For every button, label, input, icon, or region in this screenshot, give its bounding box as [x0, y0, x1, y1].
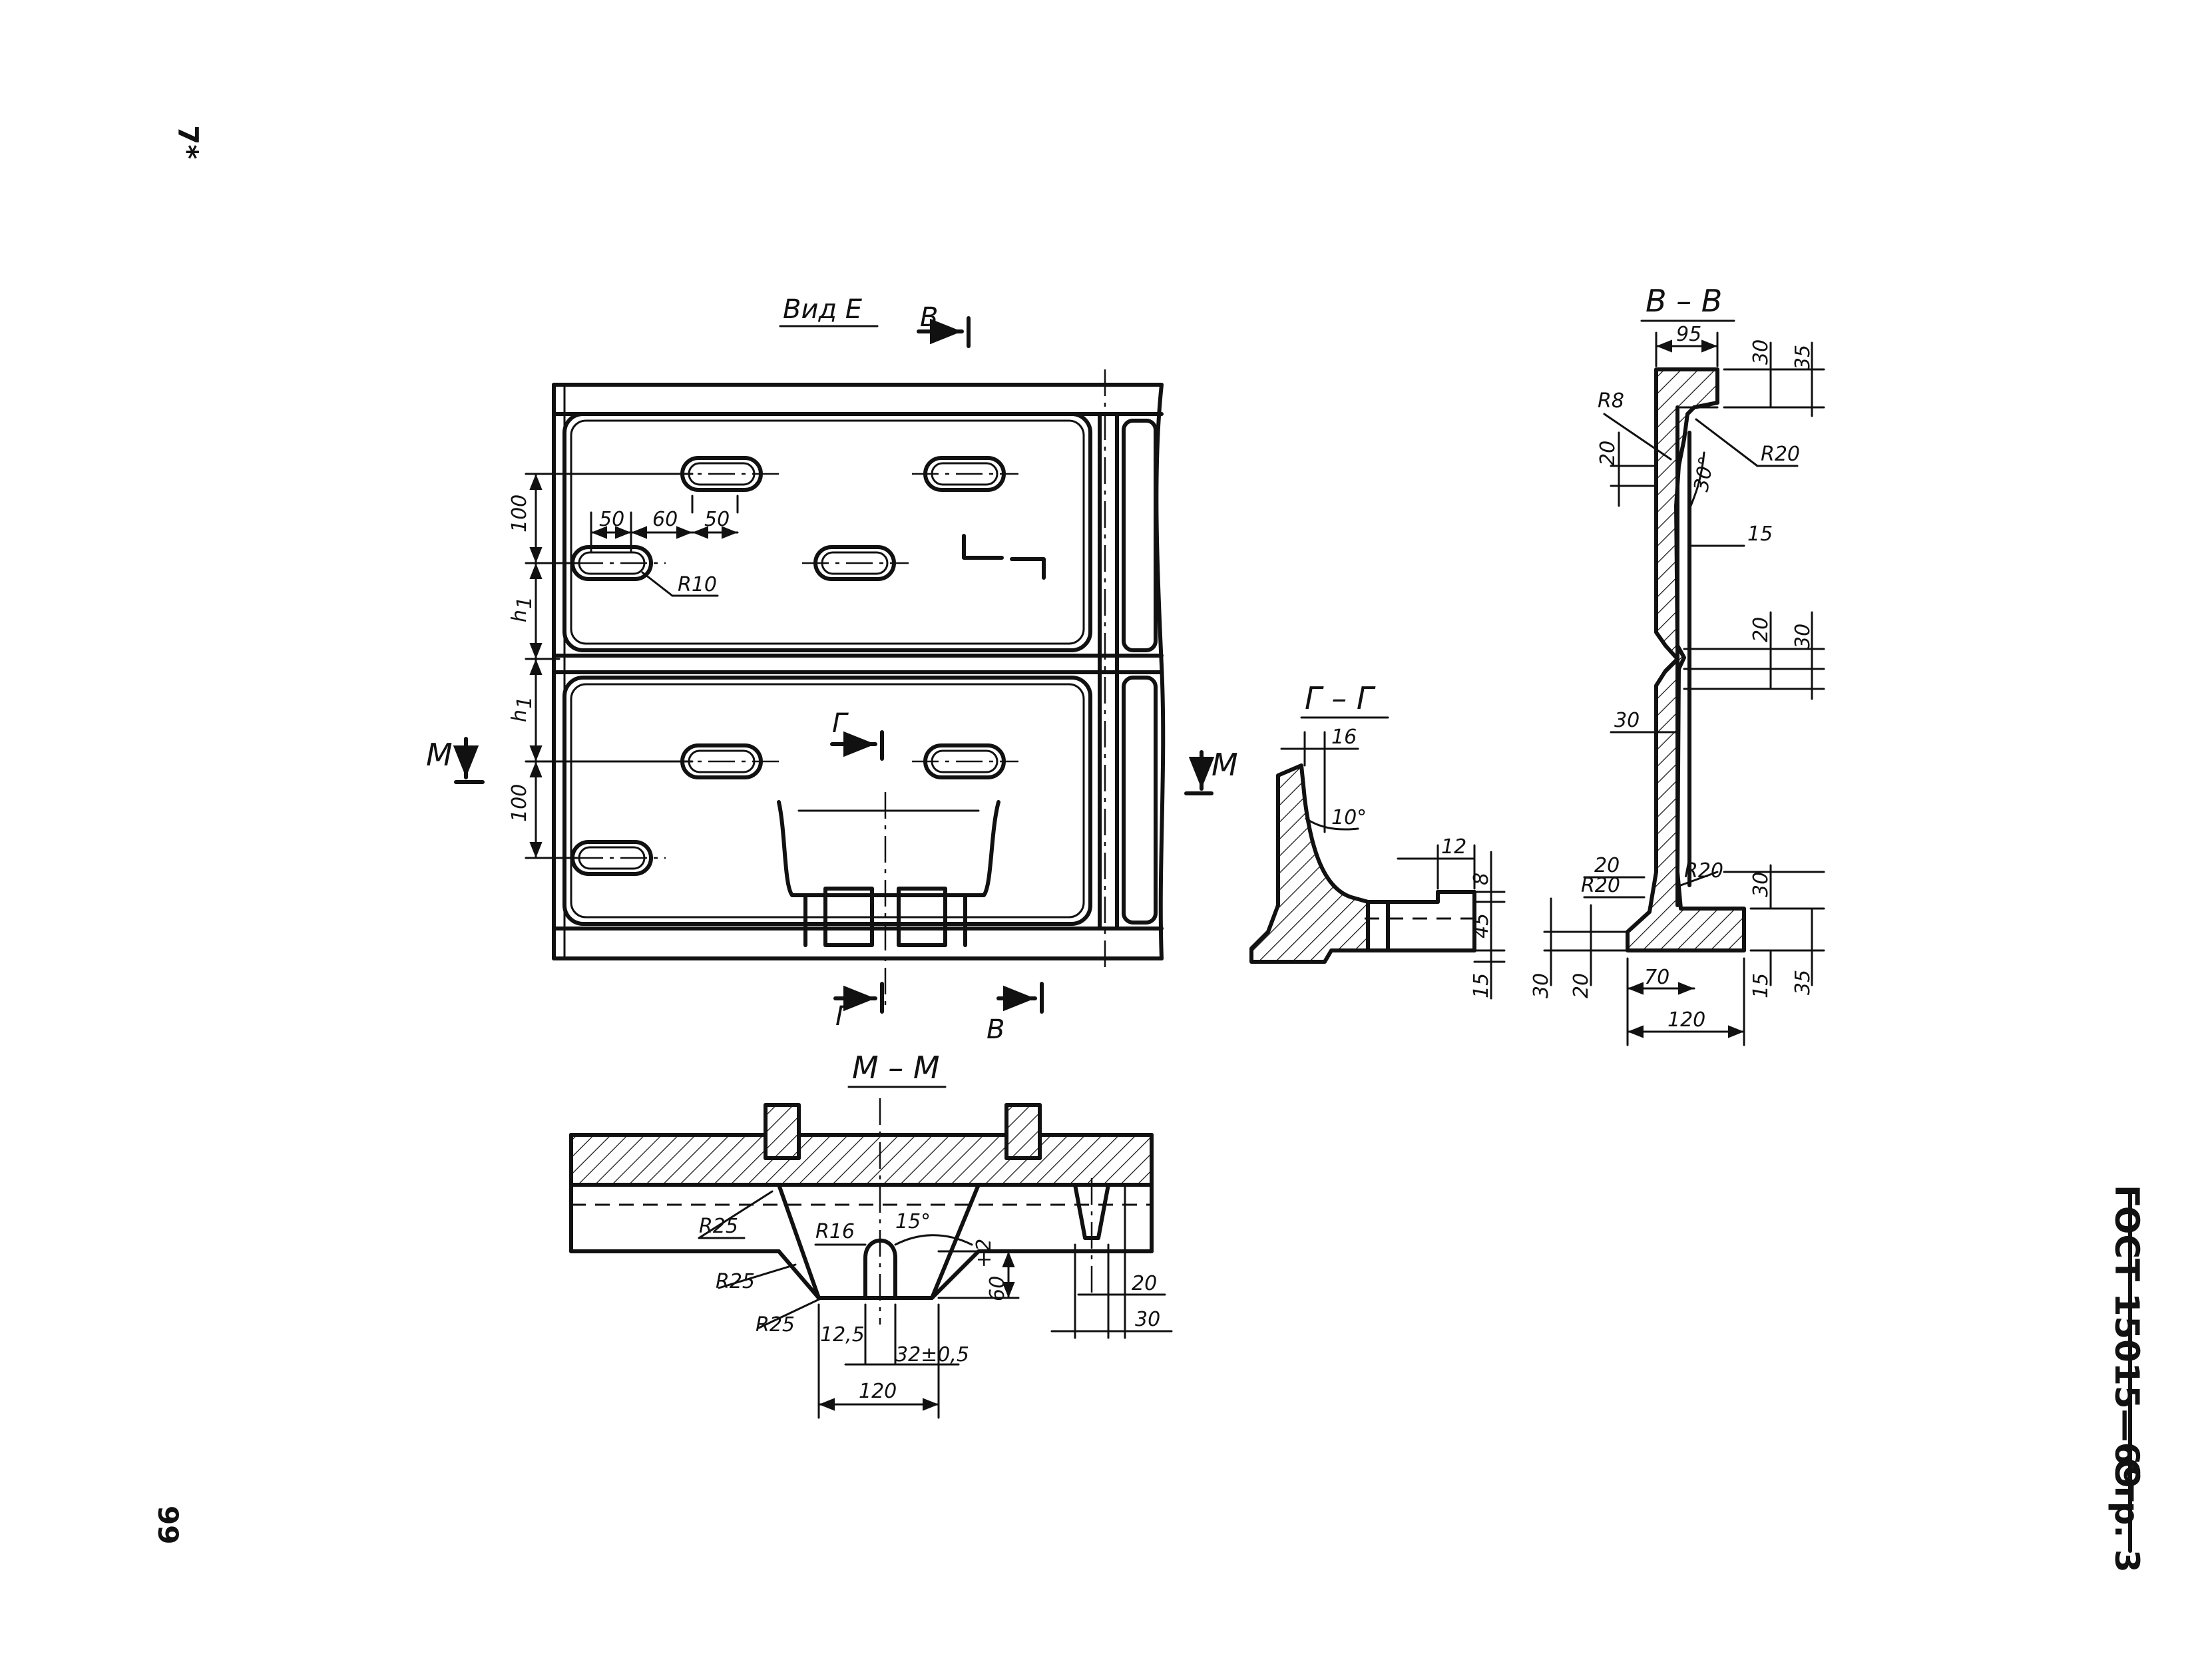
dim-120-bb: 120 — [1667, 1008, 1705, 1032]
section-bb-profile — [1626, 367, 1746, 952]
section-b-label-bottom: В — [987, 1014, 1004, 1045]
page-number: 99 — [152, 1506, 184, 1544]
dim-16: 16 — [1331, 726, 1357, 749]
dim-20-mm: 20 — [1132, 1272, 1157, 1295]
section-mm-title: М – М — [852, 1050, 940, 1086]
dim-r25-c: R25 — [756, 1313, 795, 1337]
dim-h1-top-sub: 1 — [513, 596, 537, 609]
section-gg: Г – Г 16 10° 12 8 45 15 — [1249, 680, 1506, 1000]
dim-50-b: 50 — [704, 508, 730, 531]
plate-outline — [552, 369, 1166, 972]
dim-r20-top: R20 — [1761, 443, 1800, 466]
dim-35-top: 35 — [1791, 345, 1815, 370]
dim-10-angle: 10° — [1331, 806, 1367, 829]
dim-120-mm: 120 — [859, 1380, 897, 1403]
section-mm-plate — [569, 1133, 1154, 1187]
dim-50-a: 50 — [599, 508, 624, 531]
section-m-label-right: М — [1212, 747, 1238, 783]
dim-h1-bottom-sub: 1 — [513, 696, 537, 709]
dim-r25-a: R25 — [699, 1215, 738, 1238]
section-m-label-left: М — [426, 737, 453, 773]
dim-30-angle: 30° — [1689, 455, 1719, 493]
dim-15-br: 15 — [1749, 973, 1773, 998]
dim-30-top: 30 — [1749, 339, 1773, 365]
section-g-label-top: Г — [832, 708, 849, 739]
dim-h1-top: h — [508, 610, 531, 622]
dim-r8: R8 — [1598, 389, 1624, 413]
title-block: ГОСТ 15015—69 Стр. 3 — [2107, 1185, 2146, 1573]
dim-15: 15 — [1747, 522, 1773, 546]
view-e-title: Вид Е — [783, 294, 863, 325]
gost-number: ГОСТ 15015—69 — [2107, 1185, 2146, 1488]
corner-mark: 7* — [172, 125, 204, 159]
section-bb: В – В 95 30 35 R8 20 30° R20 15 20 — [1530, 283, 1825, 1046]
dim-35-br: 35 — [1791, 970, 1815, 995]
view-e-vertical-dims: 100 h 1 h 1 100 — [508, 473, 694, 859]
dim-30-right-low: 30 — [1749, 872, 1773, 897]
lug-pocket — [777, 792, 1000, 1005]
view-e-horizontal-dims: 50 60 50 R10 — [590, 495, 739, 597]
section-b-label-top: В — [920, 302, 938, 333]
dim-15-angle: 15° — [895, 1210, 931, 1233]
sheet-number: Стр. 3 — [2107, 1458, 2146, 1573]
dim-12: 12 — [1441, 835, 1466, 859]
dim-60: 60 — [652, 508, 678, 531]
dim-30-mid: 30 — [1791, 624, 1815, 649]
dim-r25-b: R25 — [716, 1270, 755, 1293]
dim-100-top: 100 — [508, 495, 531, 532]
dim-30-mm: 30 — [1135, 1308, 1160, 1331]
dim-20-bl: 20 — [1570, 973, 1593, 998]
dim-100-bottom: 100 — [508, 784, 531, 822]
dim-20-left: 20 — [1596, 441, 1620, 466]
section-g-label-bottom: Г — [835, 1001, 852, 1032]
dim-h1-bottom: h — [508, 710, 531, 722]
dim-45: 45 — [1470, 913, 1493, 938]
dim-30-web: 30 — [1614, 709, 1640, 732]
dim-60-mm: 60 — [986, 1276, 1009, 1301]
dim-15-gg: 15 — [1470, 973, 1493, 998]
section-mm: М – М R25 R25 R25 R16 15° 60 +2 — [569, 1050, 1173, 1419]
view-e: Вид Е В — [426, 294, 1238, 1045]
dim-8: 8 — [1470, 873, 1493, 885]
dim-20-low: 20 — [1594, 854, 1620, 877]
section-gg-profile — [1249, 763, 1370, 964]
dim-70: 70 — [1644, 966, 1669, 989]
dim-20-mid: 20 — [1749, 617, 1773, 642]
dim-60-tolerance: +2 — [973, 1239, 996, 1268]
section-bb-title: В – В — [1646, 283, 1722, 319]
dim-32: 32±0,5 — [895, 1343, 969, 1366]
dim-r20-low-right: R20 — [1684, 859, 1723, 883]
dim-r16: R16 — [815, 1220, 855, 1243]
dim-95: 95 — [1676, 323, 1701, 346]
dim-r20-low-left: R20 — [1581, 874, 1620, 897]
section-gg-title: Г – Г — [1305, 680, 1376, 716]
dim-30-bl: 30 — [1530, 973, 1553, 998]
dim-r10: R10 — [678, 573, 717, 596]
dim-12-5: 12,5 — [820, 1323, 865, 1347]
